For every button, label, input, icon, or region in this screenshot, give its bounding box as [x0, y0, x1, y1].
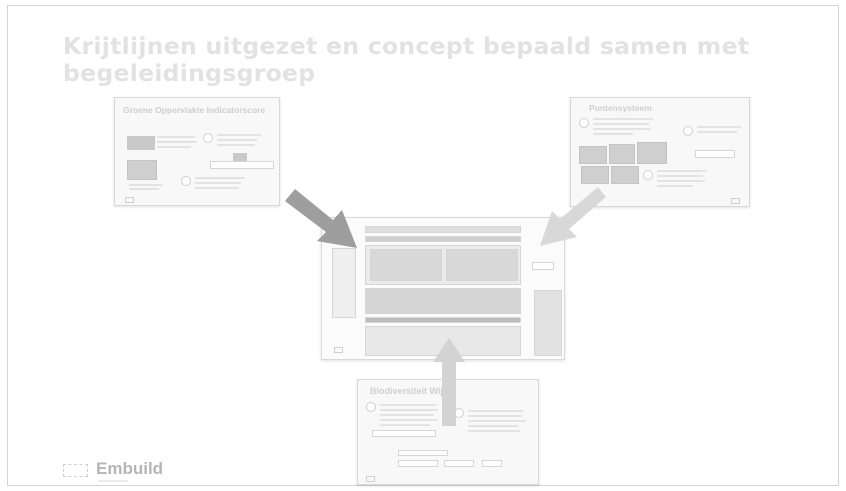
logo-text: Embuild: [96, 459, 164, 478]
thumbnail-title: Groene Oppervlakte Indicatorscore: [123, 105, 266, 115]
slide-title: Krijtlijnen uitgezet en concept bepaald …: [63, 32, 750, 87]
thumbnail-title: Biodiversiteit Wijzer: [370, 386, 456, 396]
mini-logo-icon: [731, 198, 740, 204]
logo-subtitle-line: [98, 480, 128, 482]
arrow-up-icon: [433, 338, 465, 426]
thumbnail-title: Puntensysteem: [589, 103, 652, 113]
thumbnail-puntensysteem: Puntensysteem: [570, 97, 750, 207]
arrow-down-right-icon: [285, 189, 357, 248]
illustration: [127, 136, 155, 150]
logo-icon: [63, 464, 88, 477]
thumbnail-groene-oppervlakte: Groene Oppervlakte Indicatorscore: [114, 97, 280, 206]
mini-logo-icon: [366, 476, 375, 482]
mini-logo-icon: [334, 347, 343, 353]
thumbnail-framework: [321, 217, 565, 360]
mini-logo-icon: [125, 197, 134, 203]
slide: Krijtlijnen uitgezet en concept bepaald …: [7, 5, 839, 486]
arrow-down-left-icon: [540, 187, 606, 246]
